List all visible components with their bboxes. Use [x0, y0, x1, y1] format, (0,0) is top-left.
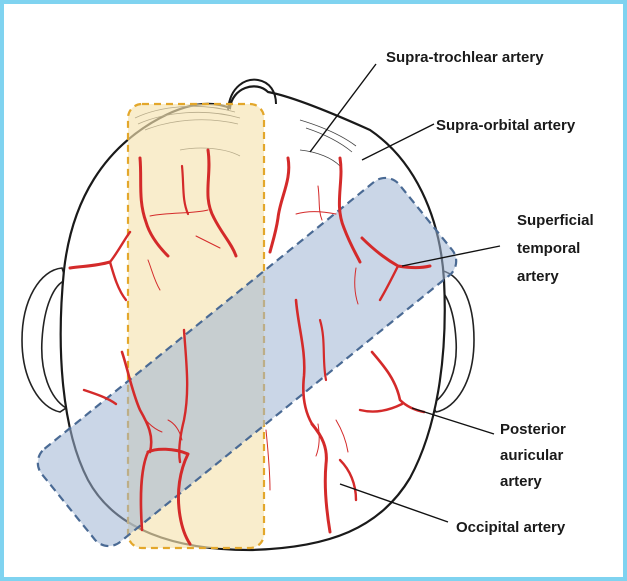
label-supra-trochlear: Supra-trochlear artery: [386, 49, 544, 66]
label-posterior-auricular-2: auricular: [500, 447, 564, 464]
label-occipital: Occipital artery: [456, 519, 566, 536]
label-superficial-temporal-2: temporal: [517, 240, 580, 257]
label-posterior-auricular-3: artery: [500, 473, 542, 490]
left-ear: [22, 268, 66, 412]
label-superficial-temporal-3: artery: [517, 268, 559, 285]
label-supra-orbital: Supra-orbital artery: [436, 117, 576, 134]
label-superficial-temporal-1: Superficial: [517, 212, 594, 229]
label-posterior-auricular-1: Posterior: [500, 421, 566, 438]
